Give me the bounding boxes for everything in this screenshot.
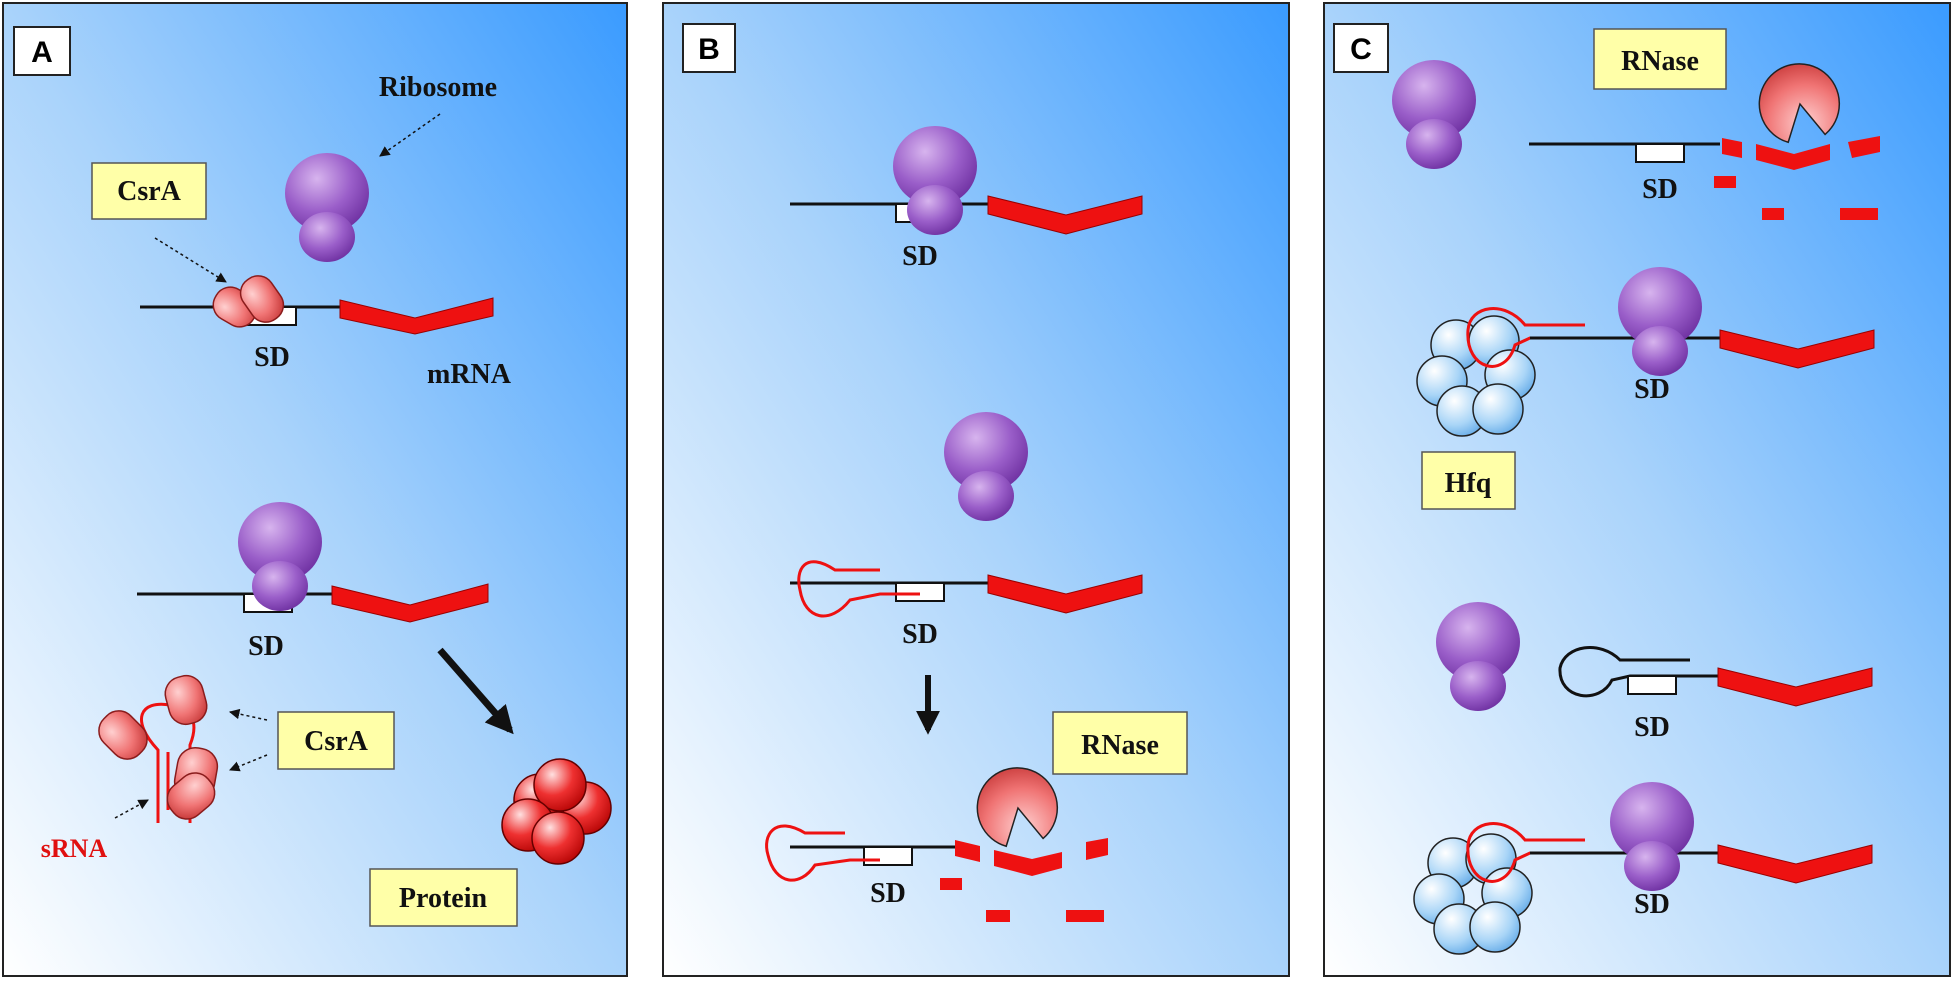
hfq-label: Hfq xyxy=(1445,468,1492,499)
sd-label-4: SD xyxy=(1634,889,1670,920)
panel-c-letter-box xyxy=(1333,23,1389,73)
csra-bottom-pointer-arrow-1 xyxy=(228,708,268,721)
sd-label-top: SD xyxy=(902,241,938,272)
translation-arrow xyxy=(437,647,514,735)
ribosome-pointer-arrow xyxy=(379,113,441,157)
mrna-coding-region xyxy=(339,297,494,335)
mrna-coding-region xyxy=(1719,329,1875,369)
protein-label-box xyxy=(369,868,518,927)
sd-box xyxy=(863,846,913,866)
srna-label: sRNA xyxy=(41,834,108,863)
rnase-label: RNase xyxy=(1081,730,1159,761)
rnase-label-box xyxy=(1052,711,1188,775)
sd-box xyxy=(1635,143,1685,163)
panel-c-letter: C xyxy=(1350,33,1372,66)
mrna-coding-region xyxy=(331,583,489,623)
sd-label-top: SD xyxy=(254,342,290,373)
sd-box xyxy=(895,582,945,602)
srna-hairpin xyxy=(765,824,880,882)
sd-label-bottom: SD xyxy=(870,878,906,909)
sd-box xyxy=(1627,675,1677,695)
csra-bottom-label-box xyxy=(277,711,395,770)
protein-cluster xyxy=(501,758,612,865)
ribosome-label: Ribosome xyxy=(379,72,497,103)
degraded-mrna-fragments xyxy=(1714,136,1880,220)
rnase-label-box xyxy=(1593,28,1727,90)
srna-pointer-arrow xyxy=(114,799,149,819)
panel-a-letter: A xyxy=(31,36,53,69)
panel-b-letter-box xyxy=(682,23,736,73)
csra-top-pointer-arrow xyxy=(154,237,227,283)
sd-label-3: SD xyxy=(1634,712,1670,743)
sd-label-bottom: SD xyxy=(248,631,284,662)
csra-top-label-box xyxy=(91,162,207,220)
panel-b: B SD SD RNase xyxy=(662,2,1290,977)
csra-top-label: CsrA xyxy=(117,176,182,207)
mrna-coding-region xyxy=(987,574,1143,614)
panel-c: C RNase SD SD Hfq xyxy=(1323,2,1951,977)
srna-csra-complex xyxy=(98,674,219,823)
protein-label: Protein xyxy=(399,883,488,914)
srna-hairpin xyxy=(1466,307,1585,368)
rnase-label: RNase xyxy=(1621,46,1699,77)
mrna-hairpin xyxy=(1558,646,1690,698)
hfq-label-box xyxy=(1421,451,1516,510)
sd-label-1: SD xyxy=(1642,174,1678,205)
srna-hairpin xyxy=(797,560,920,618)
mrna-label: mRNA xyxy=(427,359,512,390)
panel-b-letter: B xyxy=(698,33,720,66)
sd-label-mid: SD xyxy=(902,619,938,650)
mrna-coding-region xyxy=(1717,667,1873,707)
srna-hairpin xyxy=(1466,822,1585,883)
panel-a: A Ribosome CsrA SD mRNA SD xyxy=(2,2,628,977)
csra-dimer-bound xyxy=(212,275,285,328)
mrna-coding-region xyxy=(1717,844,1873,884)
mrna-coding-region xyxy=(987,195,1143,235)
panel-a-letter-box xyxy=(13,26,71,76)
sd-label-2: SD xyxy=(1634,374,1670,405)
csra-bottom-pointer-arrow-2 xyxy=(229,754,268,772)
csra-bottom-label: CsrA xyxy=(304,726,369,757)
degraded-mrna-fragments xyxy=(940,838,1108,922)
